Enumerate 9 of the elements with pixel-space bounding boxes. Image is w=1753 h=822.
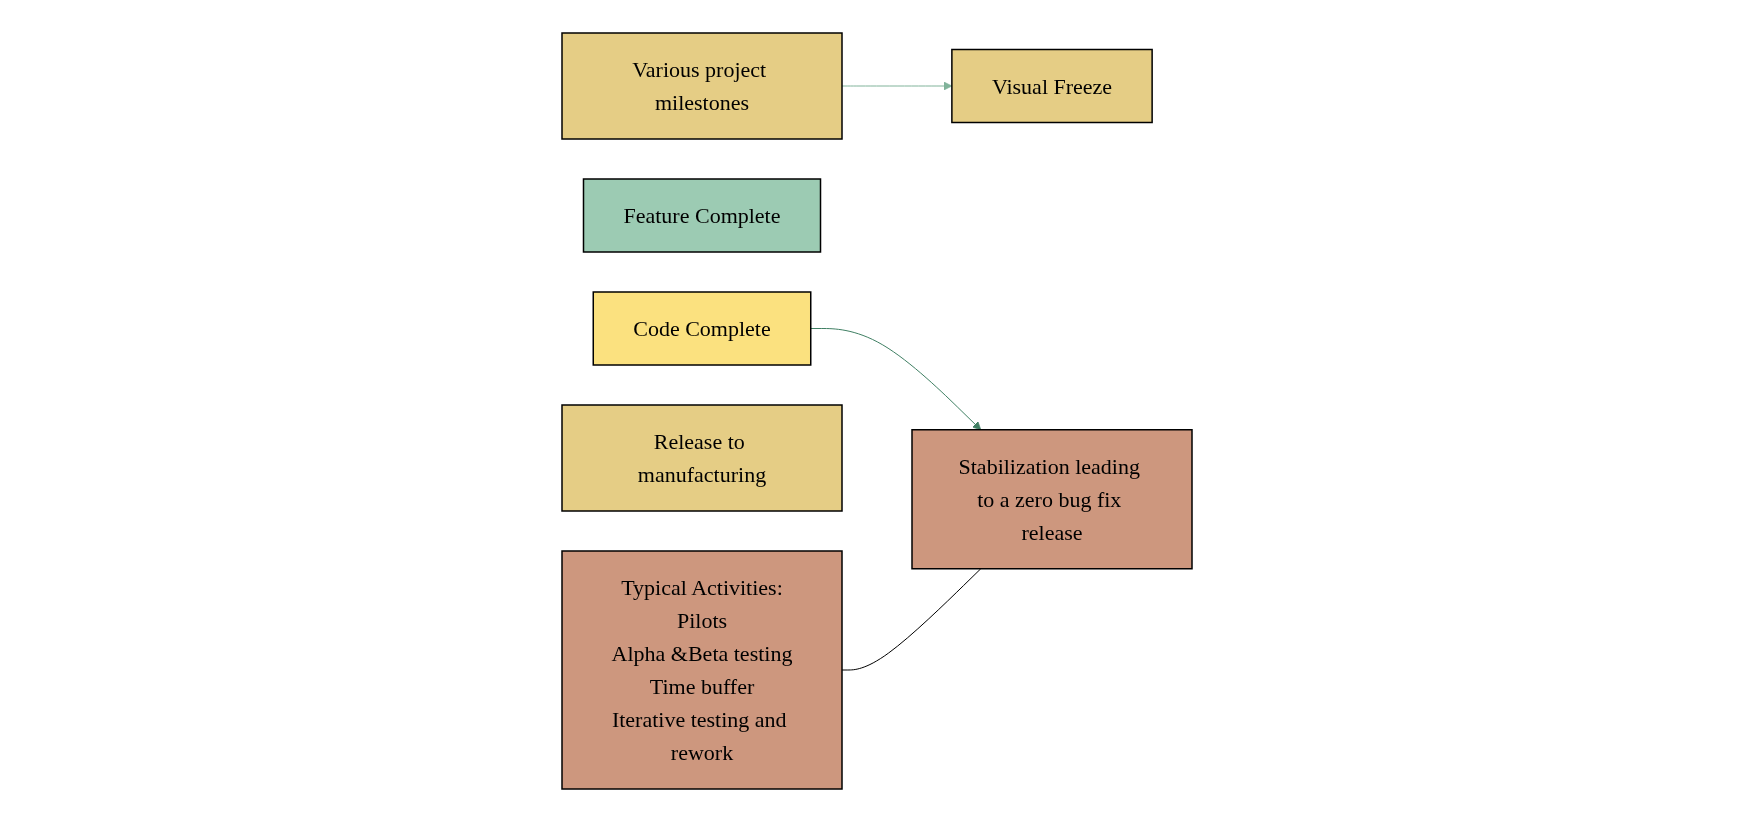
connector <box>841 568 981 671</box>
node-box: Various project milestones <box>560 32 843 140</box>
node-box: Stabilization leading to a zero bug fix release <box>910 429 1193 570</box>
node-box: Visual Freeze <box>950 48 1153 124</box>
arrow <box>841 81 952 91</box>
node-box: Typical Activities: Pilots Alpha &Beta testing Time buffer Iterative testing and rework <box>560 550 843 790</box>
node-box: Release to manufacturing <box>560 404 843 512</box>
node-box: Code Complete <box>592 291 811 366</box>
node-box: Feature Complete <box>582 178 821 253</box>
